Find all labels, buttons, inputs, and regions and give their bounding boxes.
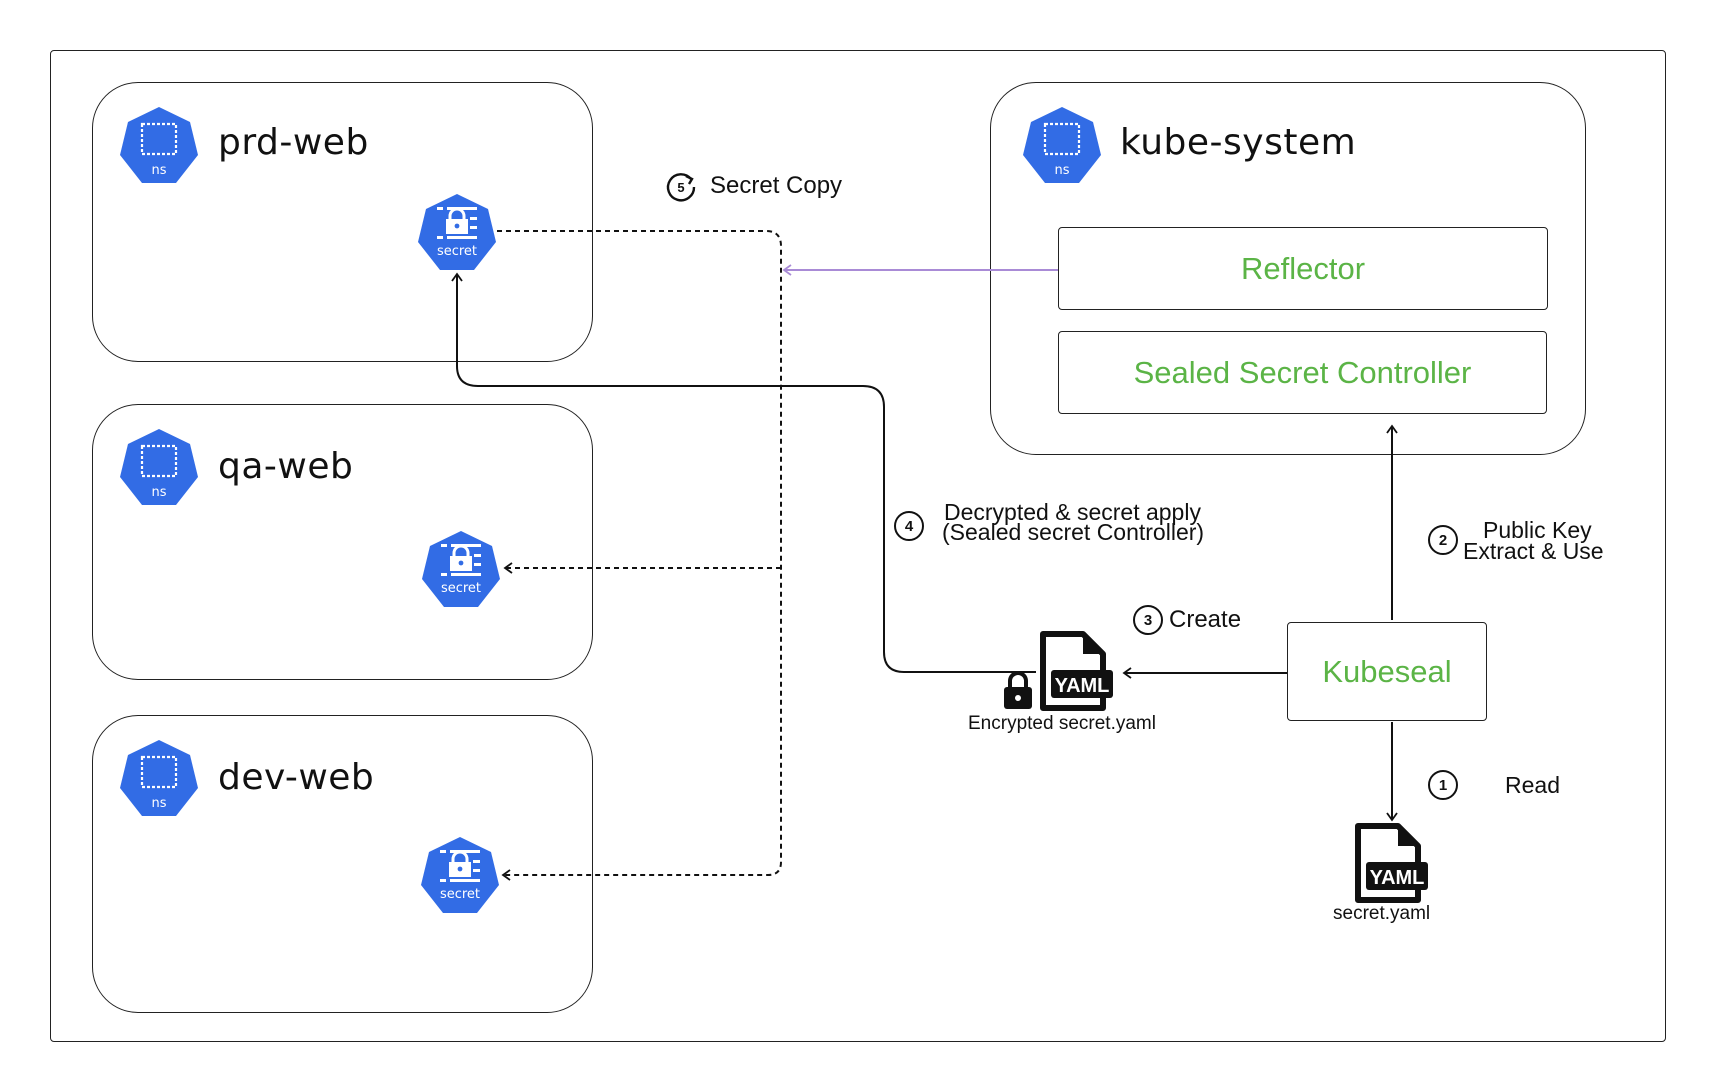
- step-4-badge: 4: [894, 511, 924, 541]
- secret-icon-text: secret: [437, 244, 477, 259]
- secret-yaml-file-icon[interactable]: YAML: [1352, 822, 1430, 909]
- decrypt-apply-path: [451, 272, 1036, 673]
- step-5-icon: 5: [664, 170, 698, 209]
- ns-icon-text: ns: [151, 485, 166, 500]
- namespace-icon-qa: ns: [119, 428, 199, 511]
- namespace-title-prd: prd-web: [218, 122, 369, 163]
- step-5-number: 5: [677, 180, 684, 195]
- kubeseal-box[interactable]: Kubeseal: [1287, 622, 1487, 721]
- step-2-label-line2: Extract & Use: [1463, 538, 1604, 564]
- secret-file-label: secret.yaml: [1333, 903, 1431, 924]
- secret-copy-trunk: [497, 230, 782, 881]
- namespace-icon-prd: ns: [119, 106, 199, 189]
- reflector-label: Reflector: [1240, 250, 1366, 286]
- step-4-number: 4: [904, 517, 914, 535]
- lock-icon: [1002, 670, 1034, 715]
- step-1-badge: 1: [1428, 770, 1458, 800]
- sealed-secret-controller-label: Sealed Secret Controller: [1133, 354, 1472, 390]
- encrypted-yaml-file-icon[interactable]: YAML: [1037, 630, 1115, 717]
- secret-icon-prd: secret: [417, 193, 497, 276]
- secret-yaml-badge: YAML: [1370, 867, 1425, 889]
- step-3-label: Create: [1169, 606, 1242, 633]
- ns-icon-text: ns: [1054, 163, 1069, 178]
- encrypted-yaml-badge: YAML: [1055, 675, 1110, 697]
- step-2-label-line1: Public Key: [1483, 517, 1592, 543]
- step-1-number: 1: [1438, 776, 1448, 794]
- kubeseal-label: Kubeseal: [1322, 653, 1452, 689]
- namespace-box-dev-web: [92, 715, 593, 1013]
- namespace-title-qa: qa-web: [218, 446, 354, 487]
- reflector-box[interactable]: Reflector: [1058, 227, 1548, 310]
- secret-icon-text: secret: [440, 887, 480, 902]
- namespace-icon-dev: ns: [119, 739, 199, 822]
- encrypted-file-label: Encrypted secret.yaml: [968, 713, 1156, 734]
- namespace-icon-kube-system: ns: [1022, 106, 1102, 189]
- ns-icon-text: ns: [151, 163, 166, 178]
- step-3-number: 3: [1143, 611, 1153, 629]
- namespace-title-dev: dev-web: [218, 757, 375, 798]
- diagram-frame: [50, 50, 1666, 1042]
- secret-icon-text: secret: [441, 581, 481, 596]
- step-4-label-line1: Decrypted & secret apply: [944, 499, 1201, 525]
- namespace-box-qa-web: [92, 404, 593, 680]
- step-2-badge: 2: [1428, 525, 1458, 555]
- namespace-box-kube-system: [990, 82, 1586, 455]
- sealed-secret-controller-box[interactable]: Sealed Secret Controller: [1058, 331, 1547, 414]
- step-5-label: Secret Copy: [710, 172, 843, 199]
- namespace-title-kube-system: kube-system: [1120, 122, 1357, 163]
- ns-icon-text: ns: [151, 796, 166, 811]
- secret-icon-qa: secret: [421, 530, 501, 613]
- secret-icon-dev: secret: [420, 836, 500, 919]
- step-2-number: 2: [1438, 531, 1448, 549]
- namespace-box-prd-web: [92, 82, 593, 362]
- step-4-label-line2: (Sealed secret Controller): [942, 519, 1205, 545]
- step-1-label: Read: [1505, 772, 1560, 798]
- step-3-badge: 3: [1133, 605, 1163, 635]
